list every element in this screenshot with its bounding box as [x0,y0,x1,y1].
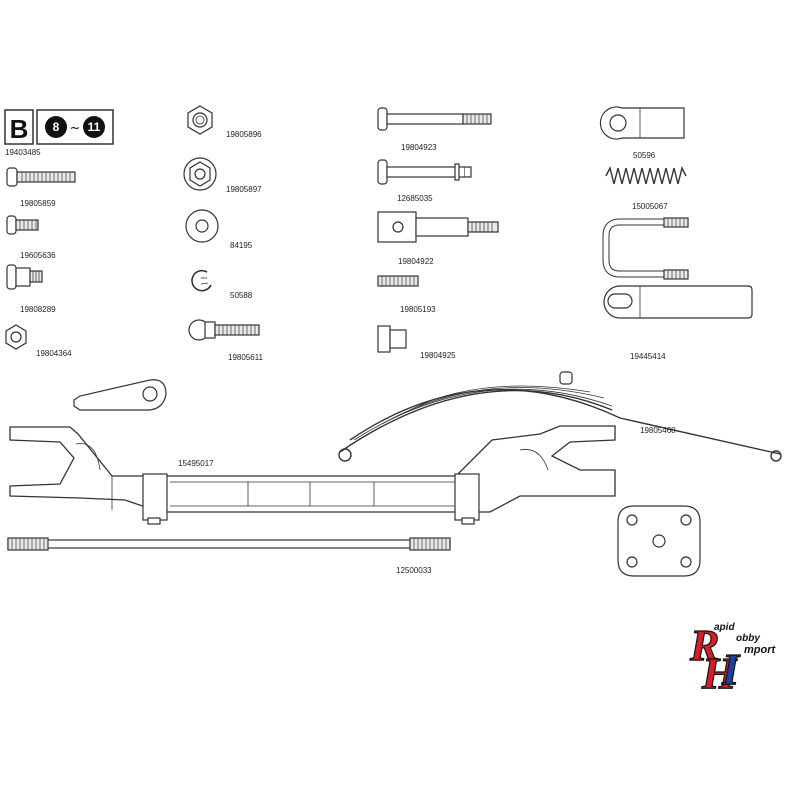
grub-screw-19804925-icon [377,325,407,353]
screw-19605636-icon [6,215,39,235]
u-bolt-icon [602,217,689,280]
part-number: 15005067 [632,202,668,211]
spring-15005067-icon [605,165,687,185]
svg-text:H: H [701,649,738,698]
part-number: 19445414 [630,352,666,361]
shaft-12685035-icon [377,159,472,185]
part-number: 19804925 [420,351,456,360]
lock-nut-19805896-icon [187,105,213,135]
mounting-plate-icon [617,505,701,577]
part-number: 50588 [230,291,253,300]
step-screw-19808289-icon [6,264,43,290]
washer-84195-icon [185,209,219,243]
badge-step-from: 8 [53,120,60,134]
rapid-hobby-import-logo: R H I apid obby mport [688,620,777,698]
shackle-19445414-icon [603,285,753,319]
part-number: 12500033 [396,566,432,575]
threaded-rod-19805193-icon [377,275,419,287]
part-number: 19805896 [226,130,262,139]
ball-stud-19805611-icon [188,319,260,341]
part-number: 19805897 [226,185,262,194]
svg-text:apid: apid [714,622,735,633]
screw-pin-19804923-icon [377,107,492,131]
part-number: 19805611 [228,353,264,362]
flange-nut-19805897-icon [183,157,217,191]
svg-text:R: R [689,621,719,670]
badge-letter: B [10,114,29,144]
bracket-icon [73,379,167,411]
step-badge: B 8 ~ 11 [4,109,114,145]
part-number: 19804922 [398,257,434,266]
part-number: 19804364 [36,349,72,358]
svg-text:I: I [721,645,741,694]
part-number: 19808289 [20,305,56,314]
badge-tilde: ~ [70,121,81,136]
leaf-spring-19805460-icon [338,371,782,462]
part-number: 19403485 [5,148,41,157]
part-number: 19804923 [401,143,437,152]
drive-shaft-12500033-icon [7,537,451,551]
part-number: 12685035 [397,194,433,203]
part-number: 19805460 [640,426,676,435]
part-number: 19605636 [20,251,56,260]
svg-text:mport: mport [744,644,777,656]
e-clip-50588-icon [191,269,212,292]
svg-text:obby: obby [736,633,760,644]
part-number: 19805193 [400,305,436,314]
hex-nut-19804364-icon [5,324,27,350]
mount-19804922-icon [377,211,499,243]
part-number: 84195 [230,241,253,250]
part-number: 50596 [633,151,656,160]
axle-housing-15495017-icon [9,425,616,525]
part-number: 15495017 [178,459,214,468]
part-number: 19805859 [20,199,56,208]
screw-19805859-icon [6,167,76,187]
badge-step-to: 11 [88,120,101,134]
rod-end-50596-icon [599,106,685,140]
